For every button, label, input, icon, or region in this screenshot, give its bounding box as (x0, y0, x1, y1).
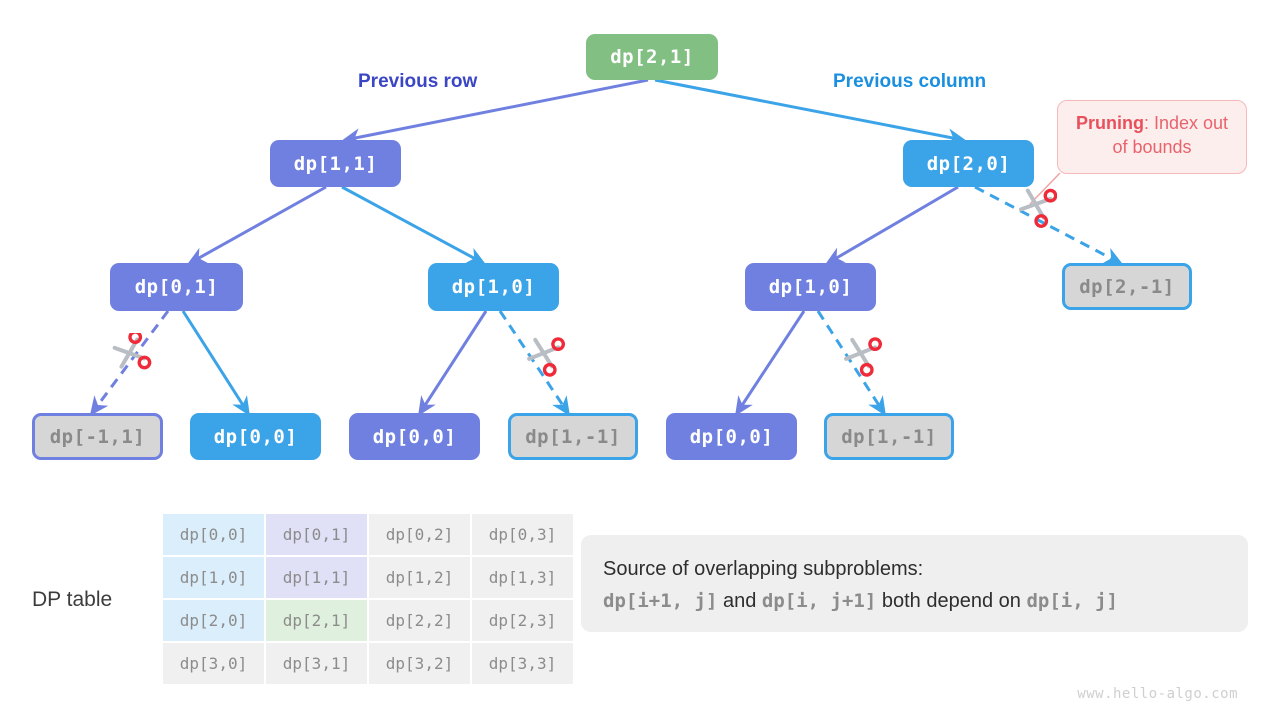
table-row: dp[1,0] dp[1,1] dp[1,2] dp[1,3] (163, 557, 573, 598)
tree-node-dp-0-0-c[interactable]: dp[0,0] (666, 413, 797, 460)
dp-cell[interactable]: dp[0,3] (472, 514, 573, 555)
overlapping-subproblems-note: Source of overlapping subproblems: dp[i+… (581, 535, 1248, 632)
tree-node-dp-1-1[interactable]: dp[1,1] (270, 140, 401, 187)
dp-cell[interactable]: dp[2,0] (163, 600, 264, 641)
dp-cell[interactable]: dp[3,3] (472, 643, 573, 684)
dp-cell[interactable]: dp[1,0] (163, 557, 264, 598)
tree-node-dp-0-1[interactable]: dp[0,1] (110, 263, 243, 311)
dp-cell[interactable]: dp[0,2] (369, 514, 470, 555)
edge-label-previous-column: Previous column (833, 71, 987, 92)
dp-cell[interactable]: dp[3,0] (163, 643, 264, 684)
watermark: www.hello-algo.com (1077, 686, 1238, 702)
dp-cell[interactable]: dp[2,3] (472, 600, 573, 641)
note-line-1: Source of overlapping subproblems: (603, 558, 924, 580)
tree-node-dp-1-minus1-b-pruned[interactable]: dp[1,-1] (824, 413, 954, 460)
tree-node-root[interactable]: dp[2,1] (586, 34, 718, 80)
tree-node-dp-0-0-a[interactable]: dp[0,0] (190, 413, 321, 460)
dp-cell[interactable]: dp[3,2] (369, 643, 470, 684)
tree-node-dp-1-0-left[interactable]: dp[1,0] (428, 263, 559, 311)
dp-cell[interactable]: dp[1,1] (266, 557, 367, 598)
scissors-icon (1013, 184, 1058, 228)
scissors-icon (108, 330, 152, 377)
dp-cell[interactable]: dp[1,2] (369, 557, 470, 598)
table-row: dp[3,0] dp[3,1] dp[3,2] dp[3,3] (163, 643, 573, 684)
dp-table: dp[0,0] dp[0,1] dp[0,2] dp[0,3] dp[1,0] … (161, 512, 575, 686)
tree-node-dp-1-0-right[interactable]: dp[1,0] (745, 263, 876, 311)
tree-node-dp-1-minus1-a-pruned[interactable]: dp[1,-1] (508, 413, 638, 460)
note-line-2: dp[i+1, j] and dp[i, j+1] both depend on… (603, 585, 1226, 617)
note-expr-b: dp[i, j+1] (761, 590, 877, 612)
dp-cell[interactable]: dp[0,0] (163, 514, 264, 555)
pruning-callout-bold: Pruning (1075, 113, 1144, 133)
note-expr-a: dp[i+1, j] (603, 590, 718, 612)
pruning-callout: Pruning: Index out of bounds (1057, 100, 1247, 174)
tree-node-dp-minus1-1-pruned[interactable]: dp[-1,1] (32, 413, 163, 460)
dp-table-label: DP table (32, 588, 113, 611)
dp-cell[interactable]: dp[3,1] (266, 643, 367, 684)
edge-label-previous-row: Previous row (358, 71, 478, 92)
pruning-callout-rest: : Index out of bounds (1112, 113, 1229, 158)
dp-cell[interactable]: dp[2,1] (266, 600, 367, 641)
note-expr-c: dp[i, j] (1026, 590, 1118, 612)
tree-node-dp-2-0[interactable]: dp[2,0] (903, 140, 1034, 187)
tree-node-dp-2-minus1-pruned[interactable]: dp[2,-1] (1062, 263, 1192, 310)
note-depend: both depend on (881, 590, 1021, 612)
table-row: dp[0,0] dp[0,1] dp[0,2] dp[0,3] (163, 514, 573, 555)
scissors-icon (838, 333, 882, 377)
note-and: and (722, 590, 757, 612)
tree-node-dp-0-0-b[interactable]: dp[0,0] (349, 413, 480, 460)
table-row: dp[2,0] dp[2,1] dp[2,2] dp[2,3] (163, 600, 573, 641)
dp-cell[interactable]: dp[1,3] (472, 557, 573, 598)
dp-cell[interactable]: dp[2,2] (369, 600, 470, 641)
scissors-icon (521, 333, 565, 377)
dp-cell[interactable]: dp[0,1] (266, 514, 367, 555)
